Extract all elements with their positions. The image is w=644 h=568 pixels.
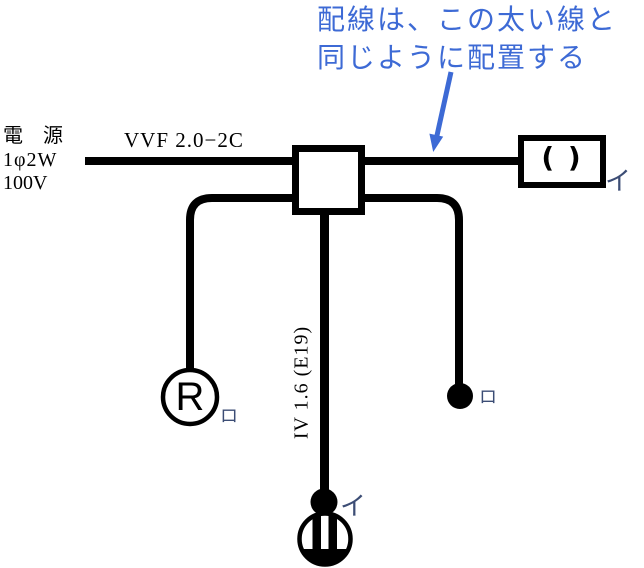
outlet-blade-left [312, 515, 321, 553]
ceiling-rosette-symbol [518, 135, 606, 188]
ceiling-rosette-label: イ [605, 167, 632, 196]
junction-box [292, 145, 365, 215]
annotation-arrow [429, 71, 454, 152]
switch-ro-label: ロ [479, 387, 497, 407]
ceiling-rosette-glyph: ( ) [541, 141, 583, 174]
conduit-type-label: IV 1.6 (E19) [290, 325, 313, 440]
outlet-blade-right [328, 515, 337, 553]
annotation-note-line2: 同じように配置する [317, 42, 588, 73]
annotation-note: 配線は、この太い線と 同じように配置する [317, 1, 617, 77]
power-source-label: 電 源 1φ2W 100V [3, 125, 63, 196]
power-source-phase: 1φ2W [3, 148, 58, 171]
cable-type-label: VVF 2.0−2C [124, 128, 244, 152]
lamp-receptacle-letter: R [175, 375, 205, 419]
annotation-arrow-head [429, 133, 444, 152]
power-source-voltage: 100V [3, 172, 48, 194]
switch-i-label: イ [340, 492, 367, 521]
switch-ro-symbol [447, 383, 473, 409]
power-source-title: 電 源 [3, 125, 63, 147]
outlet-symbol [297, 511, 353, 567]
receptacle-branch-line [186, 194, 298, 372]
lamp-receptacle-symbol [160, 367, 220, 427]
annotation-note-line1: 配線は、この太い線と [317, 4, 618, 35]
switch-i-symbol [310, 488, 338, 516]
lamp-receptacle-label: ロ [220, 406, 238, 426]
switch-ro-branch-line [360, 194, 463, 385]
outlet-wall-mark [301, 549, 349, 565]
annotation-arrow-shaft [433, 71, 454, 141]
